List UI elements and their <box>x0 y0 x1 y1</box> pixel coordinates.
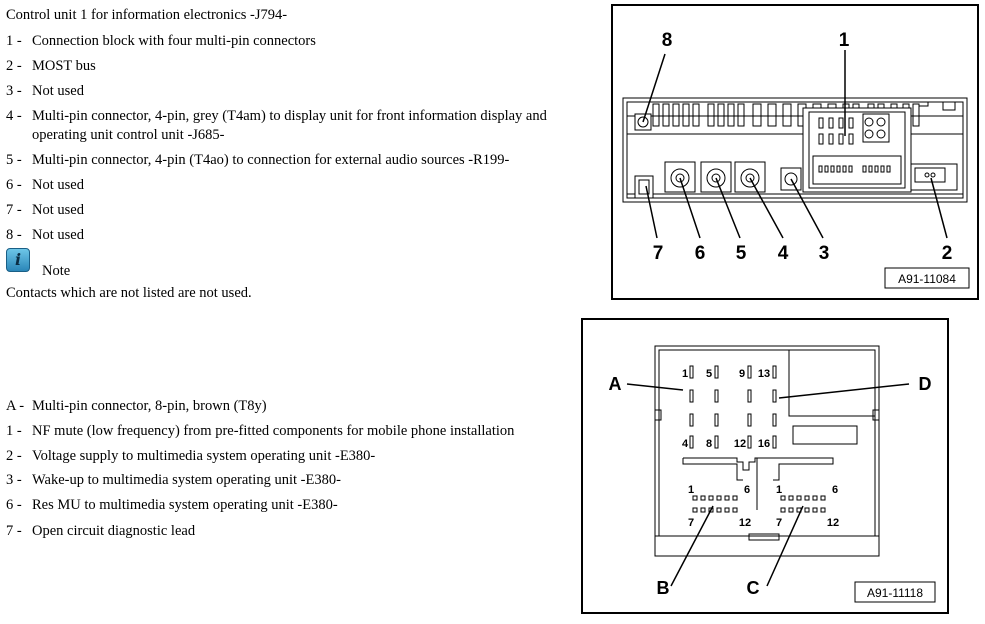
pin-label: 1 <box>688 484 694 496</box>
label-D: D <box>919 374 932 394</box>
item-number: 6 - <box>6 177 22 193</box>
item-text: Connection block with four multi-pin con… <box>32 33 316 49</box>
item-number: A - <box>6 398 25 414</box>
pin-label: 12 <box>827 517 839 529</box>
pin-label: 6 <box>832 484 838 496</box>
pin-label: 9 <box>739 368 745 380</box>
label-C: C <box>747 578 760 598</box>
figure-id: A91-11118 <box>867 586 923 600</box>
pin-label: 7 <box>688 517 694 529</box>
label-B: B <box>657 578 670 598</box>
callout-4: 4 <box>778 243 789 264</box>
item-text: MOST bus <box>32 58 96 74</box>
pin-label: 7 <box>776 517 782 529</box>
item-number: 7 - <box>6 523 22 539</box>
item-number: 5 - <box>6 152 22 168</box>
item-text: NF mute (low frequency) from pre-fitted … <box>32 423 515 439</box>
callout-1: 1 <box>839 30 850 51</box>
item-text: Not used <box>32 83 84 99</box>
item-number: 1 - <box>6 423 22 439</box>
callout-7: 7 <box>653 243 664 264</box>
item-number: 6 - <box>6 497 22 513</box>
item-text: Open circuit diagnostic lead <box>32 523 196 539</box>
item-text: Not used <box>32 202 84 218</box>
pin-label: 16 <box>758 438 770 450</box>
pin-label: 12 <box>739 517 751 529</box>
item-text: Not used <box>32 177 84 193</box>
info-icon: i <box>6 248 30 272</box>
item-text: Not used <box>32 227 84 243</box>
connector-pinout-drawing: 1 5 9 13 4 8 12 16 1 6 7 12 1 6 7 12 A D… <box>609 345 936 603</box>
item-text-continued: operating unit control unit -J685- <box>32 127 225 143</box>
label-A: A <box>609 374 622 394</box>
note-text: Contacts which are not listed are not us… <box>6 285 252 301</box>
item-text: Multi-pin connector, 4-pin, grey (T4am) … <box>32 108 547 124</box>
pin-label: 1 <box>776 484 782 496</box>
page-title: Control unit 1 for information electroni… <box>6 7 288 23</box>
item-number: 2 - <box>6 448 22 464</box>
callout-3: 3 <box>819 243 830 264</box>
note-label: Note <box>42 263 71 279</box>
item-text: Multi-pin connector, 8-pin, brown (T8y) <box>32 398 267 414</box>
callout-2: 2 <box>942 243 953 264</box>
pin-label: 13 <box>758 368 770 380</box>
item-number: 1 - <box>6 33 22 49</box>
figure-id: A91-11084 <box>898 272 956 286</box>
pin-label: 1 <box>682 368 688 380</box>
item-number: 3 - <box>6 83 22 99</box>
item-text: Multi-pin connector, 4-pin (T4ao) to con… <box>32 152 510 168</box>
item-number: 2 - <box>6 58 22 74</box>
item-number: 4 - <box>6 108 22 124</box>
item-text: Wake-up to multimedia system operating u… <box>32 472 341 488</box>
callout-5: 5 <box>736 243 747 264</box>
callout-8: 8 <box>662 30 673 51</box>
pin-label: 4 <box>682 438 689 450</box>
item-number: 3 - <box>6 472 22 488</box>
control-unit-figure: 8 1 7 6 5 4 3 2 A91-11084 <box>611 4 979 300</box>
pin-label: 6 <box>744 484 750 496</box>
item-text: Res MU to multimedia system operating un… <box>32 497 338 513</box>
item-number: 8 - <box>6 227 22 243</box>
pin-label: 5 <box>706 368 712 380</box>
item-number: 7 - <box>6 202 22 218</box>
pin-label: 8 <box>706 438 712 450</box>
control-unit-drawing: 8 1 7 6 5 4 3 2 A91-11084 <box>622 30 970 289</box>
connector-pinout-figure: 1 5 9 13 4 8 12 16 1 6 7 12 1 6 7 12 A D… <box>581 318 949 614</box>
callout-6: 6 <box>695 243 706 264</box>
item-text: Voltage supply to multimedia system oper… <box>32 448 376 464</box>
pin-label: 12 <box>734 438 746 450</box>
